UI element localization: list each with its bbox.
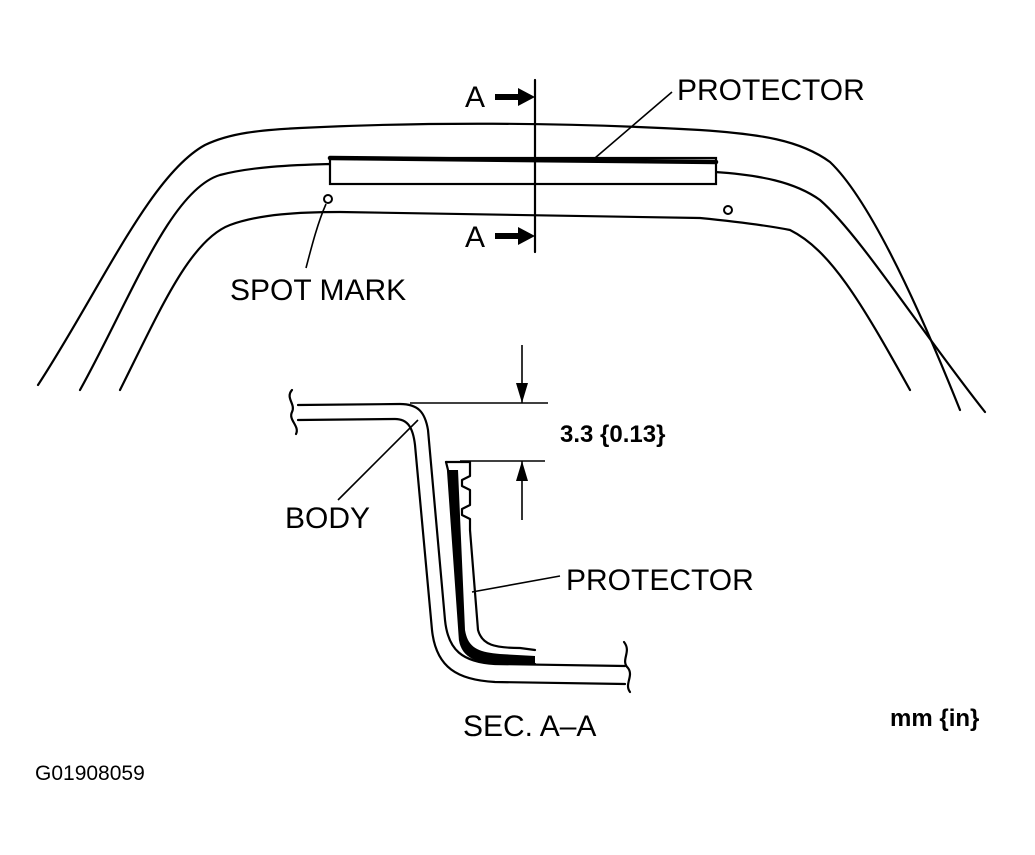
protector-profile-outer — [444, 460, 537, 652]
protector-fill — [448, 470, 535, 664]
spot-mark-left — [323, 194, 333, 204]
label-figure-code: G01908059 — [35, 762, 145, 785]
body-panel-inner — [296, 417, 627, 686]
protector-strip — [327, 155, 719, 186]
body-break-left — [288, 388, 298, 436]
protector-leader-top — [594, 91, 673, 159]
label-protector-top: PROTECTOR — [677, 74, 865, 107]
label-spot-mark: SPOT MARK — [230, 274, 406, 307]
label-body: BODY — [285, 502, 370, 535]
label-section-a-bottom: A — [465, 221, 485, 254]
section-view — [288, 345, 632, 694]
section-arrow-top — [495, 88, 535, 106]
outer-roof-line — [36, 122, 962, 412]
body-leader — [337, 419, 419, 501]
spot-mark-leader — [305, 203, 327, 269]
label-protector-section: PROTECTOR — [566, 564, 754, 597]
label-section-a-top: A — [465, 81, 485, 114]
label-dimension: 3.3 {0.13} — [560, 421, 665, 448]
protector-leader-section — [471, 575, 561, 593]
label-section-title: SEC. A–A — [463, 710, 596, 743]
spot-mark-right — [723, 205, 733, 215]
label-units: mm {in} — [890, 705, 979, 732]
protector-strip-edge — [327, 155, 719, 165]
section-arrow-bottom — [495, 227, 535, 245]
dim-arrowhead-top — [516, 383, 528, 403]
dim-arrowhead-bottom — [516, 461, 528, 481]
body-panel-outer — [296, 402, 627, 668]
inner-roof-line — [118, 210, 912, 392]
body-break-right — [622, 640, 632, 694]
